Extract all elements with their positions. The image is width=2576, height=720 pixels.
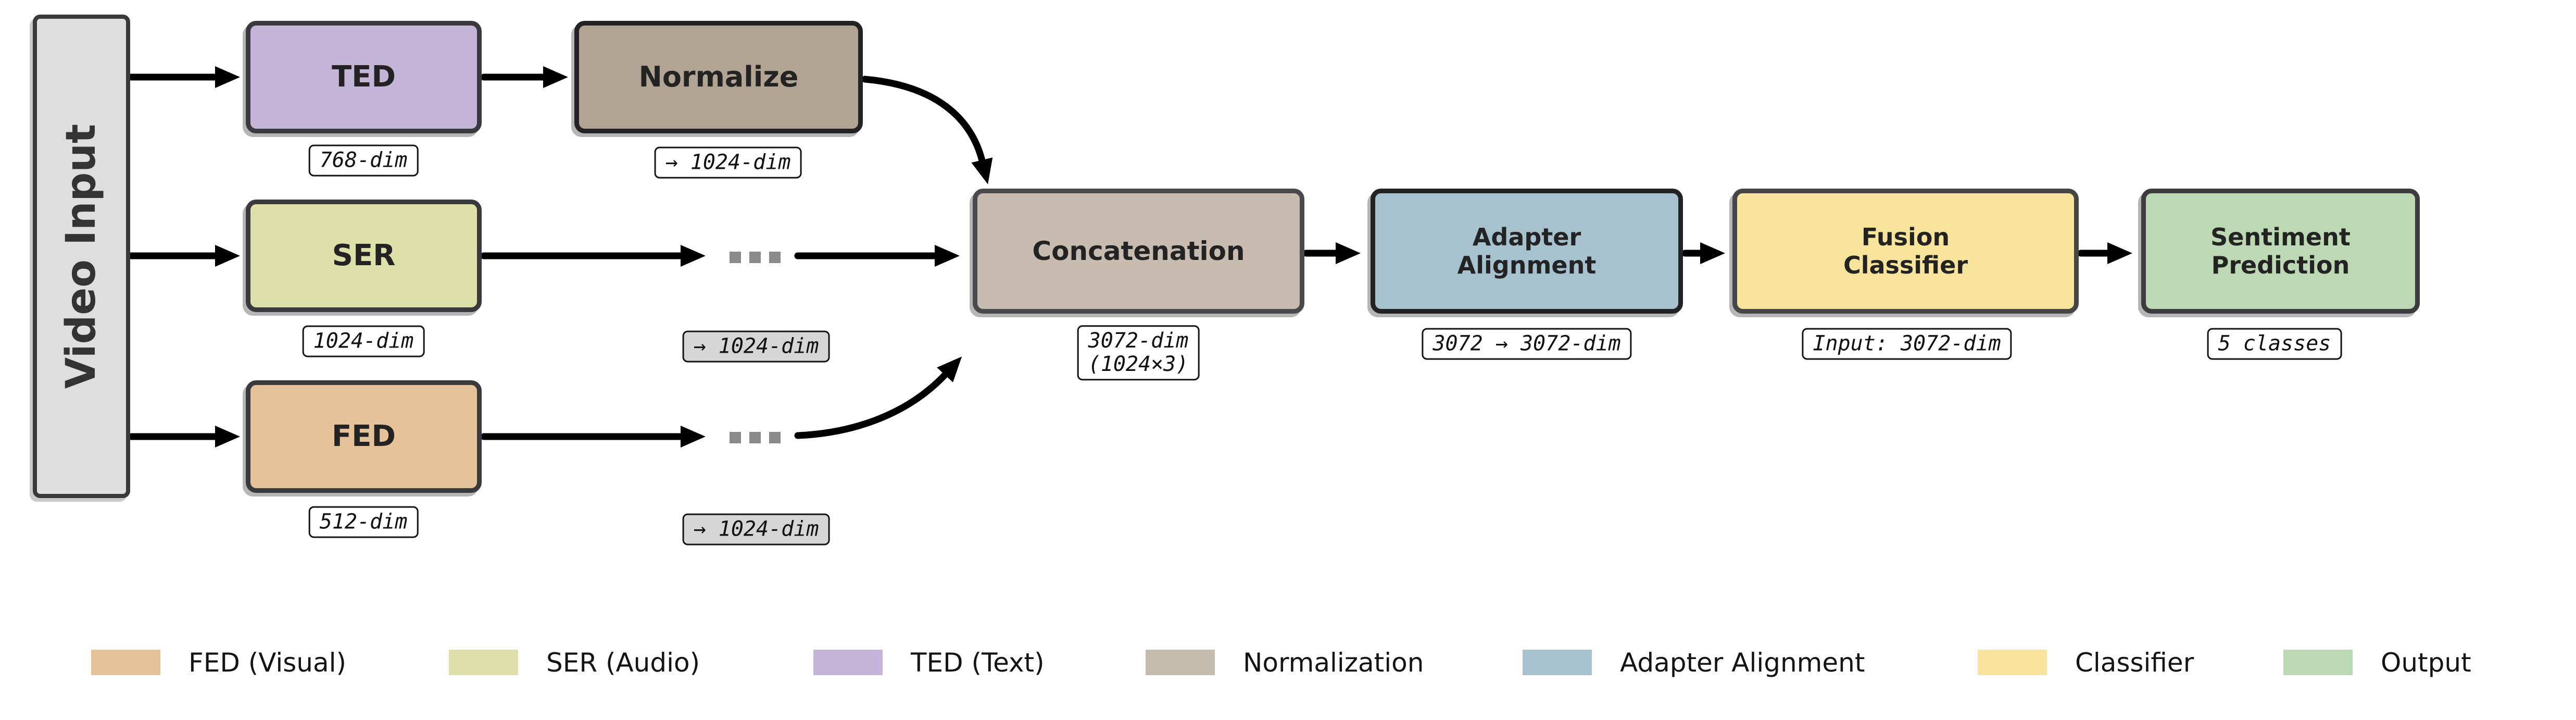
concatenation-dim-line1: 3072-dim	[1088, 329, 1189, 353]
fusion-classifier-box: Fusion Classifier	[1732, 189, 2079, 314]
legend-label-fed: FED (Visual)	[189, 647, 347, 678]
fusion-label-line2: Classifier	[1843, 251, 1968, 279]
concatenation-dim-badge: 3072-dim (1024×3)	[1077, 325, 1200, 380]
legend-swatch-output	[2283, 650, 2353, 675]
ted-box: TED	[246, 21, 482, 133]
legend-item-fed: FED (Visual)	[91, 647, 347, 678]
legend-item-output: Output	[2283, 647, 2471, 678]
ser-box: SER	[246, 200, 482, 312]
sentiment-prediction-box: Sentiment Prediction	[2141, 189, 2420, 314]
fusion-label-line1: Fusion	[1861, 222, 1950, 251]
ser-ellipsis-dim-badge: → 1024-dim	[682, 330, 830, 363]
normalize-dim-badge: → 1024-dim	[654, 146, 802, 179]
legend-swatch-fed	[91, 650, 160, 675]
video-input-label: Video Input	[58, 123, 105, 389]
video-input-box: Video Input	[33, 15, 130, 498]
concatenation-label: Concatenation	[1032, 235, 1245, 266]
fed-ellipsis-dots	[730, 432, 781, 443]
legend-item-ted: TED (Text)	[813, 647, 1045, 678]
sentiment-label-line1: Sentiment	[2210, 222, 2351, 251]
legend-label-ser: SER (Audio)	[546, 647, 700, 678]
fed-box: FED	[246, 380, 482, 493]
legend-label-normalization: Normalization	[1243, 647, 1424, 678]
legend-label-output: Output	[2381, 647, 2471, 678]
legend-item-classifier: Classifier	[1978, 647, 2194, 678]
concatenation-dim-line2: (1024×3)	[1088, 352, 1189, 376]
normalize-label: Normalize	[638, 60, 799, 94]
fed-ellipsis-dim-badge: → 1024-dim	[682, 513, 830, 545]
sentiment-label-line2: Prediction	[2211, 251, 2350, 279]
arrow-fed-dots-to-concat	[794, 356, 962, 439]
ted-dim-badge: 768-dim	[308, 144, 419, 177]
legend-item-adapter-alignment: Adapter Alignment	[1523, 647, 1865, 678]
adapter-label-line2: Alignment	[1457, 251, 1597, 279]
normalize-box: Normalize	[574, 21, 863, 133]
fed-dim-badge: 512-dim	[308, 506, 419, 538]
legend-label-ted: TED (Text)	[911, 647, 1045, 678]
ser-label: SER	[332, 238, 396, 272]
arrow-normalize-to-concat	[861, 76, 993, 184]
ser-dim-badge: 1024-dim	[302, 325, 425, 357]
adapter-alignment-box: Adapter Alignment	[1371, 189, 1683, 314]
legend-swatch-ted	[813, 650, 883, 675]
legend-label-adapter-alignment: Adapter Alignment	[1620, 647, 1865, 678]
legend-swatch-adapter-alignment	[1523, 650, 1592, 675]
legend-label-classifier: Classifier	[2075, 647, 2194, 678]
ser-ellipsis-dots	[730, 252, 781, 263]
sentiment-dim-badge: 5 classes	[2207, 328, 2342, 360]
legend-swatch-ser	[449, 650, 518, 675]
adapter-label-line1: Adapter	[1472, 222, 1581, 251]
legend-item-ser: SER (Audio)	[449, 647, 700, 678]
ted-label: TED	[332, 59, 396, 94]
legend-swatch-classifier	[1978, 650, 2047, 675]
adapter-dim-badge: 3072 → 3072-dim	[1422, 328, 1632, 360]
fed-label: FED	[332, 419, 396, 453]
fusion-dim-badge: Input: 3072-dim	[1802, 328, 2012, 360]
legend-swatch-normalization	[1146, 650, 1215, 675]
legend-item-normalization: Normalization	[1146, 647, 1424, 678]
concatenation-box: Concatenation	[973, 189, 1304, 314]
